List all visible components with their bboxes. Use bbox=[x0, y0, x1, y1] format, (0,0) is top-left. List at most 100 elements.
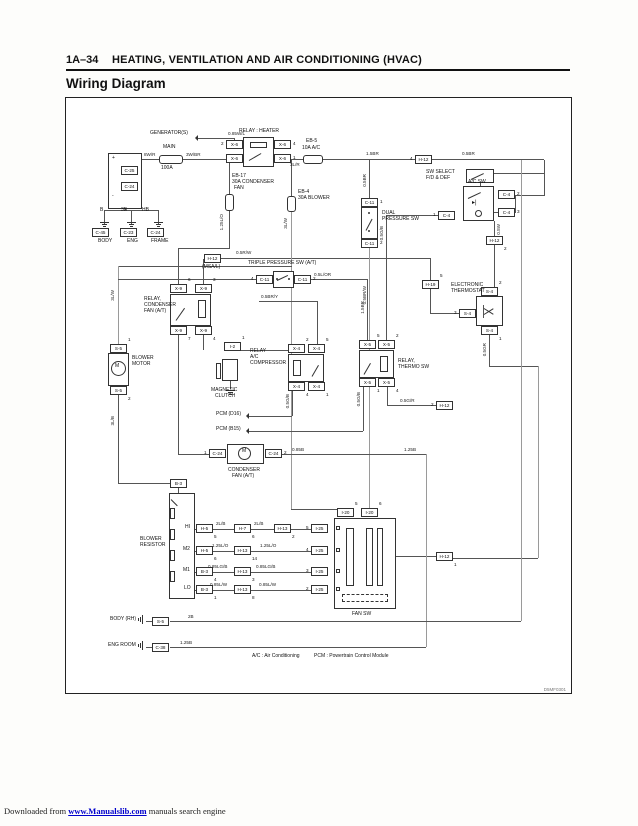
text-label: FAN SW bbox=[352, 611, 372, 617]
text-label: 30A CONDENSER bbox=[232, 179, 274, 185]
connector: C-45 bbox=[92, 228, 109, 237]
connector: X-4 bbox=[288, 344, 305, 353]
connector: I-25 bbox=[311, 585, 328, 594]
fan-switch-pin bbox=[336, 526, 340, 530]
page-number: 1A–34 bbox=[66, 54, 99, 66]
wire-label: 1.25L/O bbox=[260, 543, 277, 548]
connector-pin: 2 bbox=[504, 246, 507, 251]
wire-label: 8W/R bbox=[144, 152, 156, 157]
connector-pin: 5 bbox=[355, 501, 358, 506]
connector-pin: 5 bbox=[440, 273, 443, 278]
connector: C-38 bbox=[152, 643, 169, 652]
connector-pin: 1 bbox=[377, 388, 380, 393]
fan-switch-pin bbox=[336, 548, 340, 552]
connector: X-5 bbox=[359, 340, 376, 349]
text-label: HB bbox=[142, 207, 149, 213]
connector-pin: 4 bbox=[251, 276, 254, 281]
text-label: RELAY, bbox=[144, 296, 161, 302]
connector-pin: 5 bbox=[306, 525, 309, 530]
contact-dot bbox=[288, 278, 290, 280]
connector: I-20 bbox=[361, 508, 378, 517]
text-label: GENERATOR(S) bbox=[150, 130, 188, 136]
resistor-coil bbox=[170, 571, 175, 582]
connector: X-4 bbox=[288, 382, 305, 391]
connector: H-12 bbox=[415, 155, 432, 164]
fuse-eb17 bbox=[225, 194, 234, 211]
connector: C-24 bbox=[121, 182, 138, 191]
text-label: LO bbox=[184, 585, 191, 591]
wire-label: 0.5G/B bbox=[379, 226, 384, 241]
connector-pin: 14 bbox=[252, 556, 258, 561]
connector-pin: 3 bbox=[306, 568, 309, 573]
wire-label: 1.5BR bbox=[360, 301, 365, 314]
ground-icon bbox=[226, 390, 235, 395]
wire-label: 0.5BR/Y bbox=[261, 294, 279, 299]
text-label: MOTOR bbox=[132, 361, 151, 367]
connector-pin: 4 bbox=[410, 156, 413, 161]
connector: C-4 bbox=[438, 211, 455, 220]
wire-label: 1.25L/O bbox=[212, 543, 229, 548]
text-label: THERMO SW bbox=[398, 364, 430, 370]
text-label: ELECTRONIC bbox=[451, 282, 484, 288]
connector: H-19 bbox=[422, 280, 439, 289]
connector: I-20 bbox=[337, 508, 354, 517]
text-label: EB-17 bbox=[232, 173, 246, 179]
manualslib-link[interactable]: www.Manualslib.com bbox=[68, 806, 147, 816]
text-label: A/C bbox=[250, 354, 259, 360]
connector: X-6 bbox=[226, 154, 243, 163]
connector-pin: 1 bbox=[242, 335, 245, 340]
wire-label: 0.85L/W bbox=[210, 582, 228, 587]
connector: C-11 bbox=[361, 239, 378, 248]
connector: X-9 bbox=[170, 326, 187, 335]
text-label: (MSA/L) bbox=[202, 264, 221, 270]
text-label: EB-5 bbox=[306, 138, 318, 144]
connector-pin: 4 bbox=[293, 141, 296, 146]
text-label: 3B bbox=[121, 207, 128, 213]
ground-icon bbox=[127, 222, 136, 227]
text-label: FAN (A/T) bbox=[144, 308, 167, 314]
connector: H-5 bbox=[196, 546, 213, 555]
connector-pin: 6 bbox=[252, 534, 255, 539]
connector: I-2 bbox=[224, 342, 241, 351]
wire-label: 0.85LG/B bbox=[256, 564, 276, 569]
connector-pin: 8 bbox=[252, 595, 255, 600]
text-label: DUAL bbox=[382, 210, 396, 216]
wire-label: 3L/B bbox=[110, 416, 115, 426]
fuse-eb5 bbox=[303, 155, 323, 164]
relay-condenser-coil bbox=[198, 300, 206, 318]
wire-label: 0.5GR bbox=[482, 343, 487, 357]
connector: S-5 bbox=[152, 617, 169, 626]
connector: C-11 bbox=[256, 275, 273, 284]
text-label: A/C SW bbox=[468, 179, 486, 185]
connector-pin: 1 bbox=[433, 212, 436, 217]
connector-pin: 2 bbox=[306, 586, 309, 591]
connector: H-7 bbox=[234, 524, 251, 533]
connector: B-3 bbox=[196, 567, 213, 576]
text-label: RELAY, bbox=[398, 358, 415, 364]
connector: B-3 bbox=[196, 585, 213, 594]
wire-label: 0.85LG/B bbox=[208, 564, 228, 569]
connector-pin: 4 bbox=[306, 547, 309, 552]
text-label: RESISTOR bbox=[140, 542, 166, 548]
text-label: MAIN bbox=[163, 144, 176, 150]
connector: C-24 bbox=[265, 449, 282, 458]
connector: X-5 bbox=[359, 378, 376, 387]
connector: C-24 bbox=[147, 228, 164, 237]
text-label: M bbox=[242, 448, 247, 454]
resistor-coil bbox=[170, 529, 175, 540]
connector: S-4 bbox=[481, 287, 498, 296]
connector: S-4 bbox=[481, 326, 498, 335]
connector-pin: 1 bbox=[380, 199, 383, 204]
connector-pin: 6 bbox=[379, 501, 382, 506]
connector-pin: 3 bbox=[252, 577, 255, 582]
magnetic-clutch-body bbox=[222, 359, 238, 381]
text-label: B bbox=[100, 207, 104, 213]
wire-label: 3L/R bbox=[290, 162, 300, 167]
blower-motor-symbol bbox=[111, 361, 126, 376]
text-label: COMPRESSOR bbox=[250, 360, 287, 366]
wiring-diagram: ▸| bbox=[65, 97, 572, 694]
text-label: PCM (D16) bbox=[216, 411, 242, 417]
wire-label: 0.5G/B bbox=[285, 394, 290, 409]
resistor-coil bbox=[170, 508, 175, 519]
